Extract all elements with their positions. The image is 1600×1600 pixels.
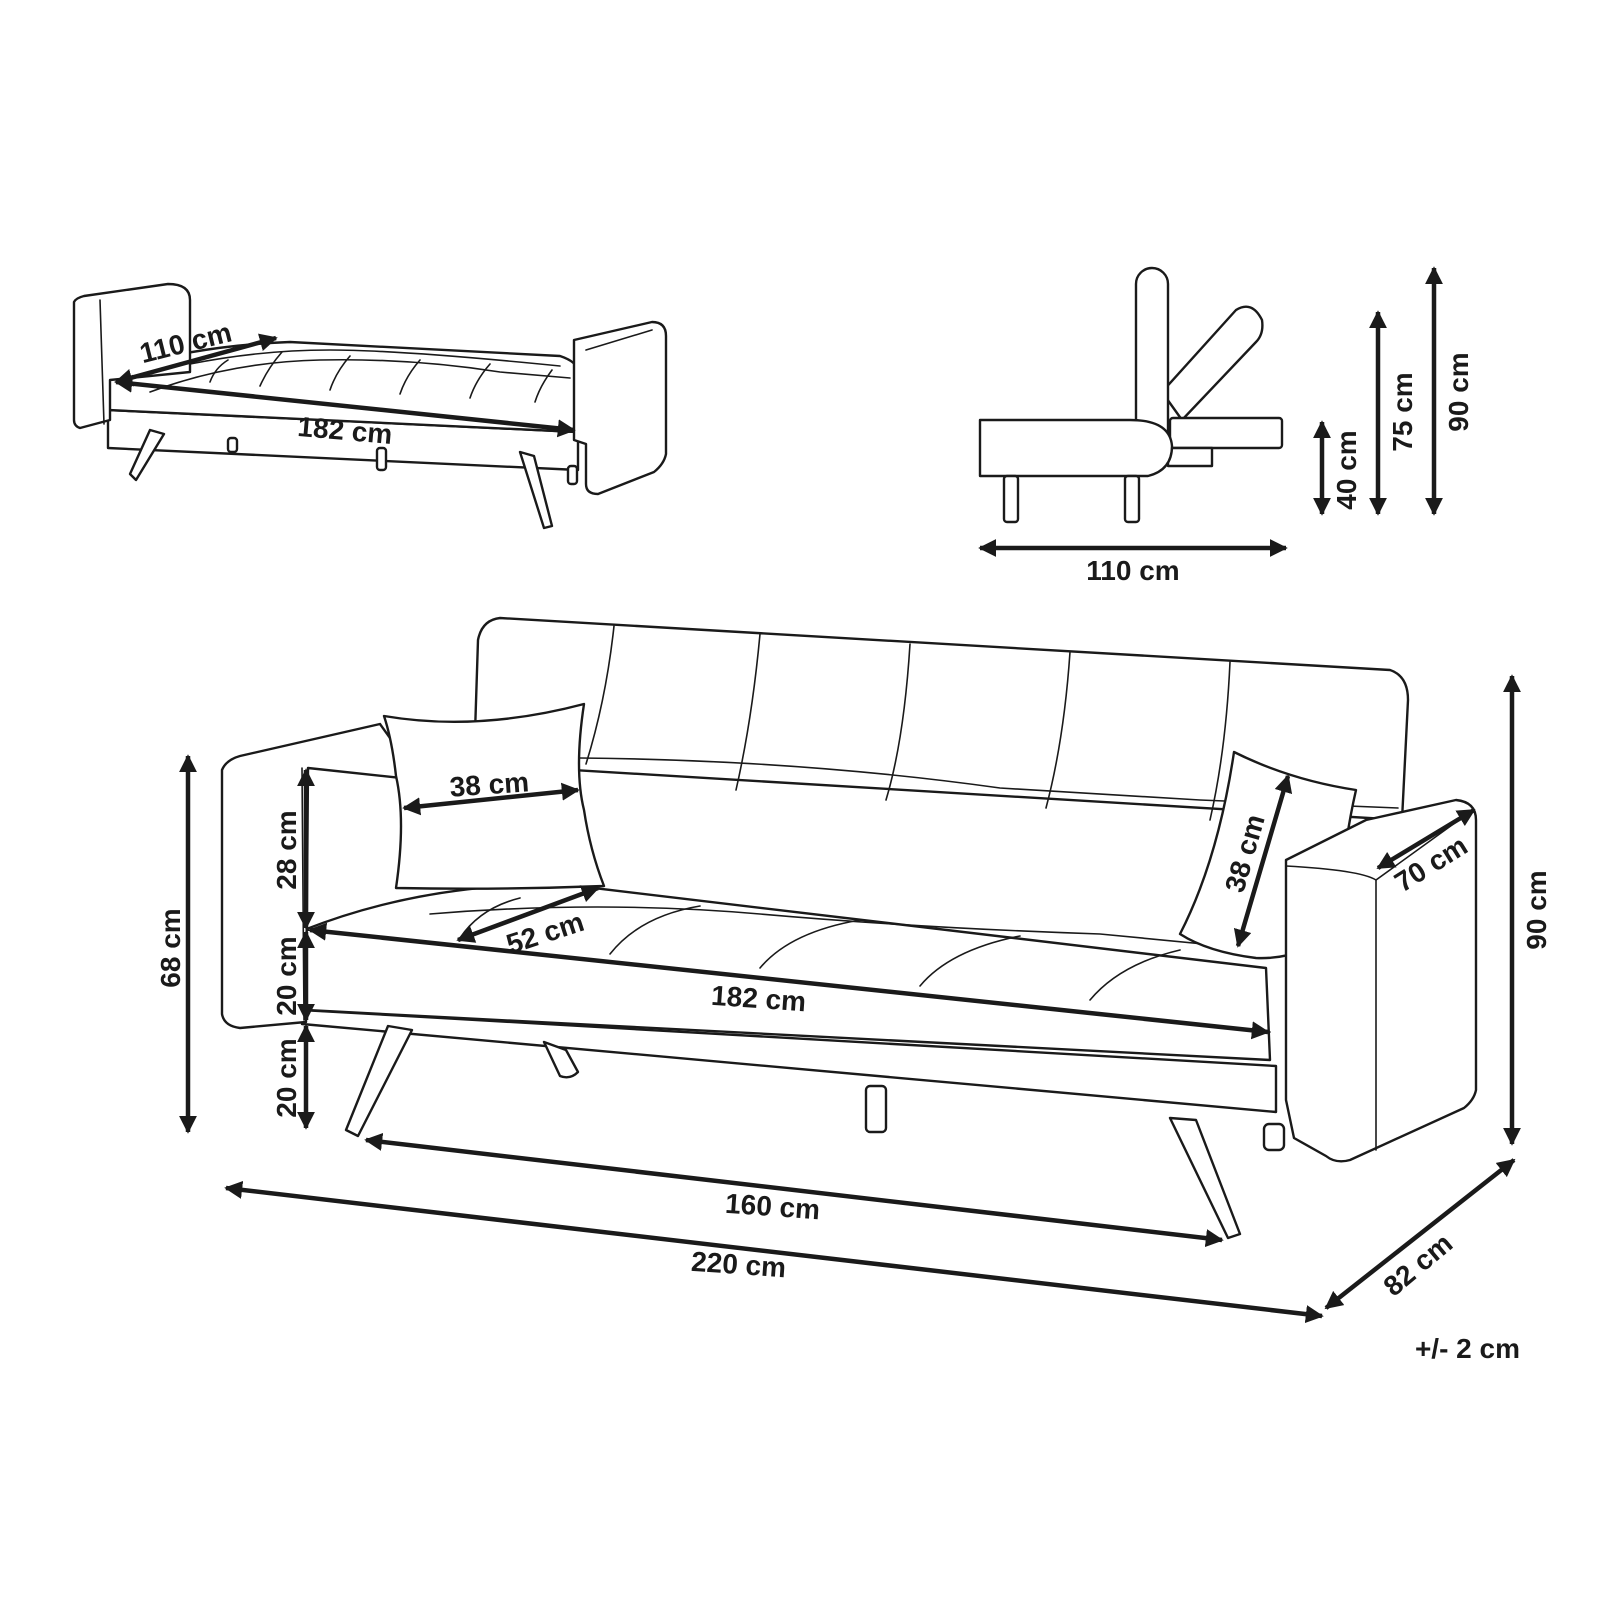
total-width-label: 220 cm [690,1246,787,1284]
bed-leg-front-right [518,450,554,530]
front-backrest [472,616,1410,822]
arm-above-seat-label: 28 cm [271,810,302,889]
pillow-height-dimension [1233,774,1293,948]
side-view: 40 cm 75 cm 90 cm 110 cm [978,266,1474,586]
bed-depth-dimension [114,333,278,387]
armrest-depth-dimension [1376,808,1476,870]
side-leg-left [1002,474,1020,524]
front-leg-middle [864,1084,888,1134]
bed-length-dimension [114,374,576,438]
side-leg-right [1123,474,1141,524]
bed-armrest-right [572,320,668,496]
total-width-dimension [224,1180,1324,1324]
pillow-width-label: 38 cm [449,766,530,802]
pillow-width-dimension [402,782,580,816]
front-back-tufting [579,625,1399,821]
bed-view: 110 cm 182 cm [72,282,668,530]
side-depth-label: 110 cm [1086,555,1179,586]
side-back-reclined-label: 75 cm [1387,372,1418,451]
side-seat-height-label: 40 cm [1331,430,1362,509]
side-back-reclined [1160,305,1264,422]
total-height-label: 90 cm [1521,870,1552,949]
front-view: 38 cm 38 cm 52 cm 182 cm 70 cm 28 cm 20 … [155,616,1552,1324]
total-depth-label: 82 cm [1378,1227,1459,1302]
side-seat-extension [1168,416,1284,450]
seat-cushion-label: 20 cm [271,936,302,1015]
seat-length-dimension [308,922,1270,1040]
front-leg-left [344,1024,414,1138]
leg-height-label: 20 cm [271,1038,302,1117]
side-seat [978,418,1174,478]
arm-height-label: 68 cm [155,908,186,987]
legs-span-dimension [364,1132,1224,1248]
legs-span-label: 160 cm [724,1188,821,1226]
side-total-height-label: 90 cm [1443,352,1474,431]
bed-leg-middle [375,446,388,472]
tolerance-note: +/- 2 cm [1415,1333,1520,1364]
total-depth-dimension [1324,1158,1516,1310]
front-armrest-left [220,722,422,1030]
seat-length-label: 182 cm [710,980,807,1018]
front-leg-right [1168,1116,1242,1240]
